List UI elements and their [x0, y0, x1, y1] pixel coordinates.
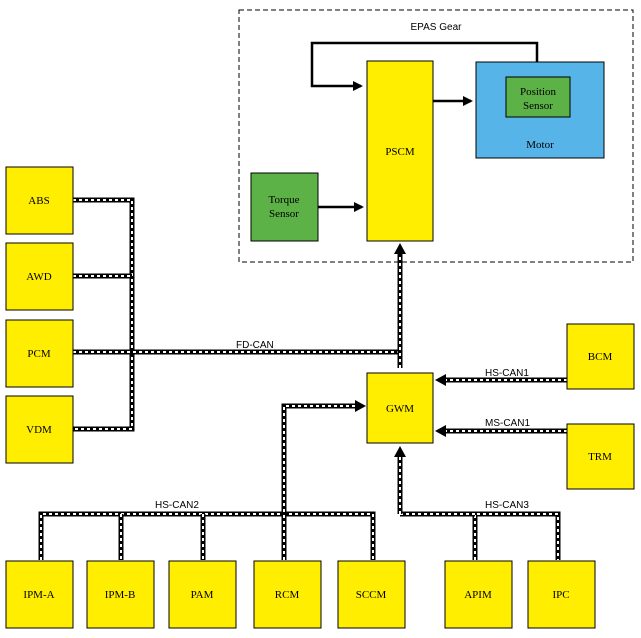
vdm-box[interactable]: [5, 395, 74, 464]
apim-box[interactable]: [444, 560, 513, 629]
hs-can2-label: HS-CAN2: [155, 500, 199, 511]
hs-can1-label: HS-CAN1: [485, 368, 529, 379]
torque-sensor-box[interactable]: [250, 172, 319, 242]
ipc-box[interactable]: [527, 560, 596, 629]
hs-can3-bus: [394, 446, 561, 560]
pscm-label: PSCM: [385, 146, 415, 158]
svg-text:Sensor: Sensor: [523, 100, 553, 112]
pam-label: PAM: [191, 589, 214, 601]
ipc-label: IPC: [552, 589, 569, 601]
rcm-label: RCM: [275, 589, 300, 601]
sccm-box[interactable]: [337, 560, 406, 629]
awd-label: AWD: [26, 271, 51, 283]
ipm-b-label: IPM-B: [105, 589, 136, 601]
torque-sensor-label-line2: Sensor: [269, 208, 299, 220]
position-sensor-label-line2: Sensor: [523, 100, 553, 112]
svg-text:Sensor: Sensor: [269, 208, 299, 220]
ipm-b-box[interactable]: [86, 560, 155, 629]
vdm-label: VDM: [26, 424, 52, 436]
epas-gear-boundary: [238, 9, 634, 263]
gwm-label: GWM: [386, 403, 414, 415]
hs-can1-bus: [435, 374, 567, 386]
left-trunk-bus: [73, 197, 135, 432]
apim-label: APIM: [464, 589, 492, 601]
svg-text:Torque: Torque: [269, 194, 300, 206]
position-sensor-box[interactable]: [505, 76, 571, 118]
hs-can3-label: HS-CAN3: [485, 500, 529, 511]
pcm-label: PCM: [27, 348, 50, 360]
ipm-a-label: IPM-A: [23, 589, 54, 601]
epas-gear-title: EPAS Gear: [411, 22, 463, 33]
position-feedback-line: [310, 41, 539, 91]
position-sensor-label-line1: Position: [520, 86, 557, 98]
pam-box[interactable]: [168, 560, 237, 629]
torque-sensor-label-line1: Torque: [269, 194, 300, 206]
ms-can1-label: MS-CAN1: [485, 418, 530, 429]
fd-can-bus: [73, 243, 406, 368]
motor-label: Motor: [526, 139, 554, 151]
gwm-box[interactable]: [366, 372, 434, 444]
pscm-box[interactable]: [366, 60, 434, 242]
trm-label: TRM: [588, 451, 612, 463]
fd-can-label: FD-CAN: [236, 340, 274, 351]
trm-box[interactable]: [566, 423, 635, 490]
rcm-box[interactable]: [253, 560, 322, 629]
awd-box[interactable]: [5, 242, 74, 311]
abs-label: ABS: [28, 195, 49, 207]
ipm-a-box[interactable]: [5, 560, 74, 629]
bcm-box[interactable]: [566, 323, 635, 390]
ms-can1-bus: [435, 425, 567, 437]
bcm-label: BCM: [588, 351, 613, 363]
pcm-box[interactable]: [5, 319, 74, 388]
sccm-label: SCCM: [356, 589, 387, 601]
svg-text:Position: Position: [520, 86, 557, 98]
hs-can2-bus: [38, 400, 376, 560]
abs-box[interactable]: [5, 166, 74, 235]
